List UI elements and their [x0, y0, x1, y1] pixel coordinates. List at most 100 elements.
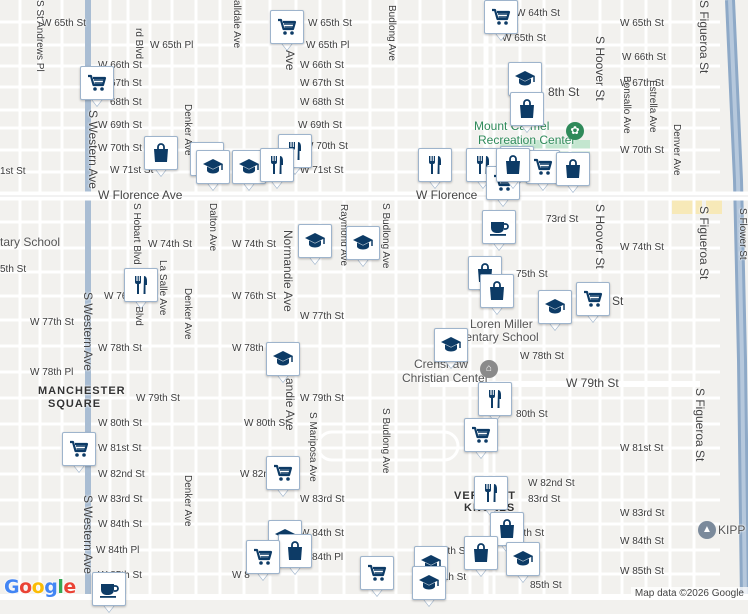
school-label: KIPP [718, 523, 746, 537]
poi-marker[interactable] [508, 62, 542, 104]
poi-marker[interactable] [482, 210, 516, 252]
street-label: W 70th St [98, 143, 142, 154]
poi-marker[interactable] [556, 152, 590, 194]
street-label: W 81st St [620, 443, 664, 454]
bag-icon [154, 143, 168, 162]
school-icon [239, 159, 259, 174]
street-label: W 77th St [300, 311, 344, 322]
street-label: S Hobart Blvd [131, 203, 142, 265]
street-label: W 65th St [42, 18, 86, 29]
park-pin-icon[interactable]: ✿ [566, 122, 584, 140]
neighborhood-label: SQUARE [48, 398, 102, 410]
church-pin-icon[interactable]: ⌂ [480, 360, 498, 378]
bag-icon [288, 541, 302, 560]
poi-marker[interactable] [412, 566, 446, 608]
street-label: S Figueroa St [693, 388, 707, 462]
poi-marker[interactable] [464, 418, 498, 460]
street-label: W 84th Pl [96, 545, 140, 556]
street-label: W 74th St [148, 239, 192, 250]
street-label: Budlong Ave [386, 5, 397, 61]
poi-marker[interactable] [196, 150, 230, 192]
poi-marker[interactable] [246, 540, 280, 582]
poi-marker[interactable] [418, 148, 452, 190]
bag-icon [474, 543, 488, 562]
cart-icon [534, 158, 553, 175]
school-label: Loren Miller [470, 317, 533, 331]
bag-icon [520, 99, 534, 118]
street-label: W 74th St [620, 242, 664, 253]
street-label: 83rd St [528, 494, 561, 505]
street-label: Denker Ave [182, 475, 193, 527]
street-label: 80th St [516, 409, 548, 420]
google-logo: Google [4, 576, 76, 598]
poi-marker[interactable] [346, 226, 380, 268]
bag-icon [490, 281, 504, 300]
poi-marker[interactable] [232, 150, 266, 192]
school-icon [419, 575, 439, 590]
street-label: W 69th St [298, 120, 342, 131]
poi-marker[interactable] [496, 148, 530, 190]
poi-marker[interactable] [298, 224, 332, 266]
street-label: W 67th St [620, 78, 664, 89]
poi-marker[interactable] [80, 66, 114, 108]
poi-marker[interactable] [144, 136, 178, 178]
poi-marker[interactable] [464, 536, 498, 578]
poi-marker[interactable] [266, 456, 300, 498]
street-label: W 70th St [620, 145, 664, 156]
poi-marker[interactable] [92, 572, 126, 614]
poi-marker[interactable] [510, 92, 544, 134]
street-label: S Mariposa Ave [307, 412, 318, 482]
poi-marker[interactable] [480, 274, 514, 316]
street-label: 84th Pl [312, 552, 344, 563]
street-label: W 65th Pl [150, 40, 194, 51]
street-label: 68th St [110, 97, 142, 108]
street-label: Denver Ave [671, 124, 682, 176]
poi-marker[interactable] [266, 342, 300, 384]
street-label: S Flower St [737, 208, 748, 260]
school-pin-icon[interactable]: ▲ [698, 521, 716, 539]
street-label: 85th St [530, 580, 562, 591]
poi-marker[interactable] [62, 432, 96, 474]
street-label: S Western Ave [81, 495, 95, 574]
street-label: W 65th St [308, 18, 352, 29]
poi-marker[interactable] [478, 382, 512, 424]
restaurant-icon [271, 156, 283, 174]
poi-marker[interactable] [124, 268, 158, 310]
coffee-icon [100, 584, 119, 598]
poi-marker[interactable] [278, 534, 312, 576]
street-label: 4th St [442, 546, 469, 557]
street-label: W 8 [232, 570, 250, 581]
poi-marker[interactable] [434, 328, 468, 370]
poi-marker[interactable] [484, 0, 518, 42]
street-label: 1st St [0, 166, 26, 177]
poi-marker[interactable] [576, 282, 610, 324]
poi-marker[interactable] [474, 476, 508, 518]
street-label: W 78th Pl [30, 367, 74, 378]
street-label: 8th St [548, 85, 580, 99]
street-label: S Western Ave [81, 292, 95, 371]
street-label: S Figueroa St [697, 0, 711, 74]
street-label: S Hoover St [593, 204, 607, 269]
street-label: W 78th [232, 343, 264, 354]
poi-marker[interactable] [506, 542, 540, 584]
street-label: W 68th St [300, 97, 344, 108]
poi-marker[interactable] [360, 556, 394, 598]
restaurant-icon [485, 484, 497, 502]
bag-icon [500, 519, 514, 538]
cart-icon [254, 548, 273, 565]
street-label: W 66th St [98, 60, 142, 71]
poi-marker[interactable] [270, 10, 304, 52]
street-label: S Budlong Ave [380, 203, 391, 269]
street-label: W Florence [416, 188, 478, 202]
street-label: 5th St [440, 572, 467, 583]
school-icon [305, 233, 325, 248]
poi-marker[interactable] [260, 148, 294, 190]
poi-marker[interactable] [538, 290, 572, 332]
street-label: W 71st St [110, 165, 154, 176]
restaurant-icon [135, 276, 147, 294]
street-label: S Budlong Ave [380, 408, 391, 474]
street-label: W 84th St [98, 519, 142, 530]
street-label: W 79th St [566, 376, 619, 390]
street-label: S Western Ave [86, 110, 100, 189]
poi-marker[interactable] [526, 150, 560, 192]
